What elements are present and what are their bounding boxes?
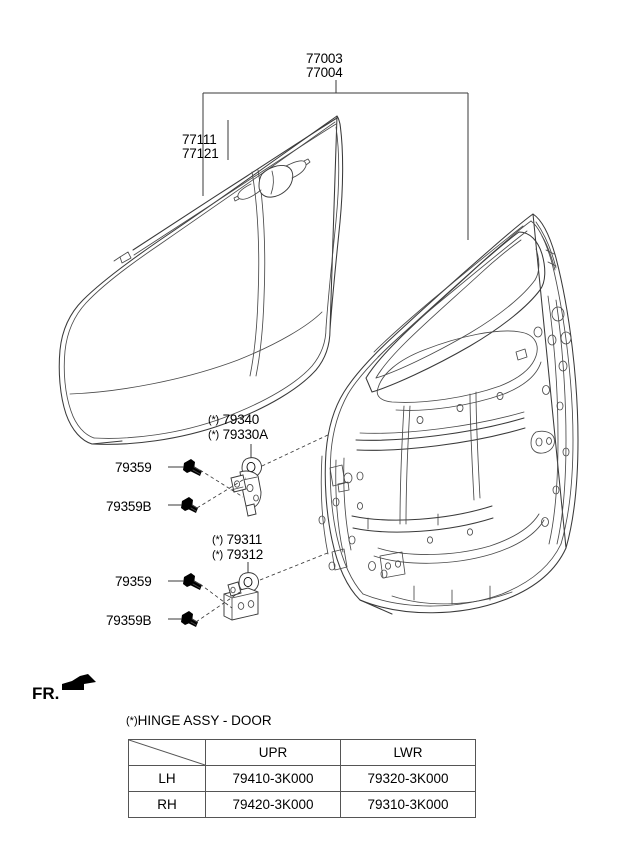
star-mark: (*) [208,414,220,426]
callout-79312-value: 79312 [226,547,264,562]
callout-79359-upper: 79359 [115,460,152,475]
row-label-lh: LH [128,765,206,792]
fr-direction-arrow [62,674,96,690]
table-col-lwr: LWR [340,739,476,766]
table-caption-text: HINGE ASSY - DOOR [137,713,272,728]
front-direction-label: FR. [32,684,60,703]
outer-door-panel [58,115,344,445]
callout-77111: 77111 [182,132,217,147]
bolt-79359-lower [183,573,202,590]
table-row: LH 79410-3K000 79320-3K000 [128,765,476,792]
callout-77003: 77003 [306,51,343,66]
callout-79340: (*) 79340 [208,412,259,427]
hinge-callout-leaders [247,444,252,573]
cell-lh-upr: 79410-3K000 [205,765,341,792]
cell-rh-lwr: 79310-3K000 [340,791,476,818]
lower-hinge-detail [223,572,259,621]
hinge-part-number-table: UPR LWR LH 79410-3K000 79320-3K000 RH 79… [128,739,476,818]
callout-79311: (*) 79311 [212,532,262,547]
callout-79340-value: 79340 [222,412,260,427]
callout-79330a-value: 79330A [222,427,269,442]
star-mark: (*) [212,549,224,561]
leader-bracket-outer-panel [202,80,469,240]
upper-hinge-detail [230,457,262,517]
star-mark: (*) [212,534,224,546]
callout-79359-lower: 79359 [115,574,152,589]
door-handle-detail [233,158,311,202]
star-mark: (*) [126,715,138,727]
cell-rh-upr: 79420-3K000 [205,791,341,818]
screw-79359b-upper [181,497,198,513]
table-row: RH 79420-3K000 79310-3K000 [128,791,476,818]
callout-79312: (*) 79312 [212,547,263,562]
callout-79311-value: 79311 [226,532,263,547]
corner-diagonal-icon [129,740,205,765]
cell-lh-lwr: 79320-3K000 [340,765,476,792]
table-col-upr: UPR [205,739,341,766]
table-header-row: UPR LWR [128,739,476,766]
callout-79330a: (*) 79330A [208,427,268,442]
inner-door-frame [318,213,579,615]
table-corner-cell [128,739,206,766]
table-caption: (*)HINGE ASSY - DOOR [126,713,272,728]
row-label-rh: RH [128,791,206,818]
callout-79359b-upper: 79359B [106,499,152,514]
bolt-leader-lines [168,466,184,620]
callout-77121: 77121 [182,146,219,161]
screw-79359b-lower [181,611,198,627]
callout-79359b-lower: 79359B [106,613,152,628]
callout-77004: 77004 [306,65,343,80]
bolt-79359-upper [183,459,202,476]
hinge-to-frame-dashed [259,433,331,581]
star-mark: (*) [208,429,220,441]
assembly-dashed-paths [195,469,247,623]
